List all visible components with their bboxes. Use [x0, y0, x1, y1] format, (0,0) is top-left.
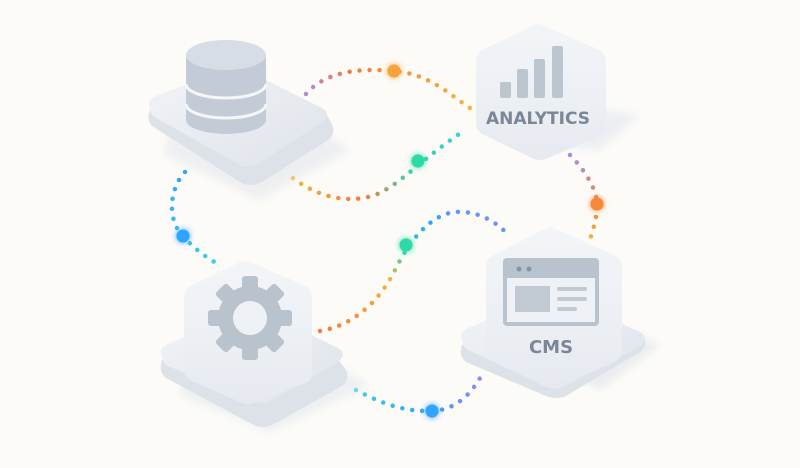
connector-settings-cms-bottom	[353, 375, 483, 414]
green-dot	[411, 154, 425, 168]
browser-window-icon	[503, 258, 599, 326]
connector-analytics-cms	[567, 152, 600, 243]
database-node[interactable]	[148, 40, 350, 200]
gear-icon	[208, 276, 292, 360]
cms-node[interactable]: CMS	[460, 226, 660, 398]
orange-dot	[590, 197, 604, 211]
green-dot	[399, 238, 413, 252]
blue-dot	[176, 229, 190, 243]
connector-nodes	[176, 64, 604, 418]
database-icon	[184, 40, 268, 134]
cms-label: CMS	[529, 337, 573, 358]
connector-database-settings	[169, 169, 223, 268]
orange-dot	[387, 64, 401, 78]
analytics-label: ANALYTICS	[486, 109, 590, 129]
bar-chart-icon	[500, 46, 563, 98]
connector-database-analytics-top	[297, 67, 473, 111]
settings-node[interactable]	[160, 260, 370, 432]
connector-settings-cms	[317, 209, 511, 334]
blue-dot	[425, 404, 439, 418]
analytics-node[interactable]: ANALYTICS	[476, 23, 640, 161]
